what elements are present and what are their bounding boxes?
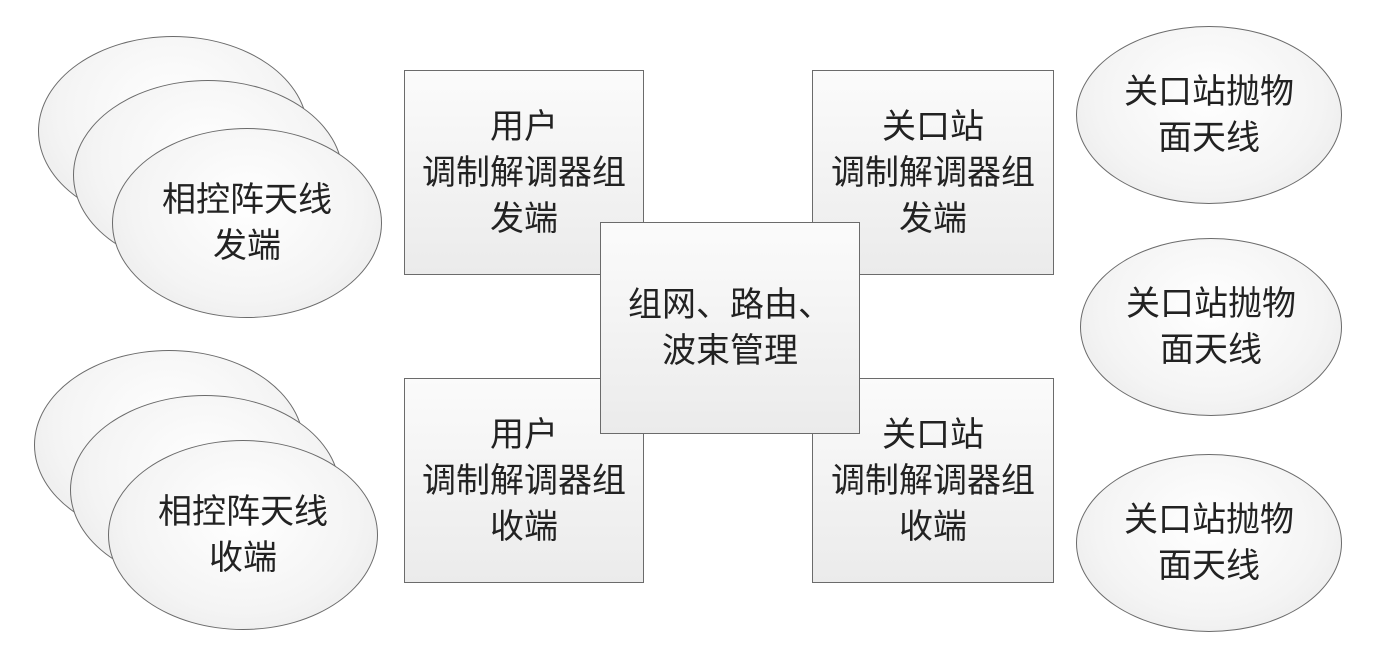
network-routing-beam-management-label: 组网、路由、 波束管理 [628,285,832,371]
user-modem-tx-label: 用户 调制解调器组 发端 [422,106,626,239]
gateway-parabolic-antenna-2-label: 关口站抛物面天线 [1126,284,1296,370]
phased-array-rx-label: 相控阵天线 收端 [158,492,328,578]
gateway-parabolic-antenna-2: 关口站抛物面天线 [1080,238,1342,416]
phased-array-tx-label: 相控阵天线 发端 [162,180,332,266]
phased-array-tx-antenna: 相控阵天线 发端 [112,128,382,318]
gateway-parabolic-antenna-3-label: 关口站抛物面天线 [1124,500,1294,586]
gateway-parabolic-antenna-1-label: 关口站抛物面天线 [1124,72,1294,158]
gateway-parabolic-antenna-3: 关口站抛物面天线 [1076,454,1342,632]
phased-array-rx-antenna: 相控阵天线 收端 [108,440,378,630]
user-modem-rx-label: 用户 调制解调器组 收端 [422,414,626,547]
gateway-modem-tx-label: 关口站 调制解调器组 发端 [831,106,1035,239]
gateway-modem-rx-label: 关口站 调制解调器组 收端 [831,414,1035,547]
network-routing-beam-management-box: 组网、路由、 波束管理 [600,222,860,434]
gateway-parabolic-antenna-1: 关口站抛物面天线 [1076,26,1342,204]
